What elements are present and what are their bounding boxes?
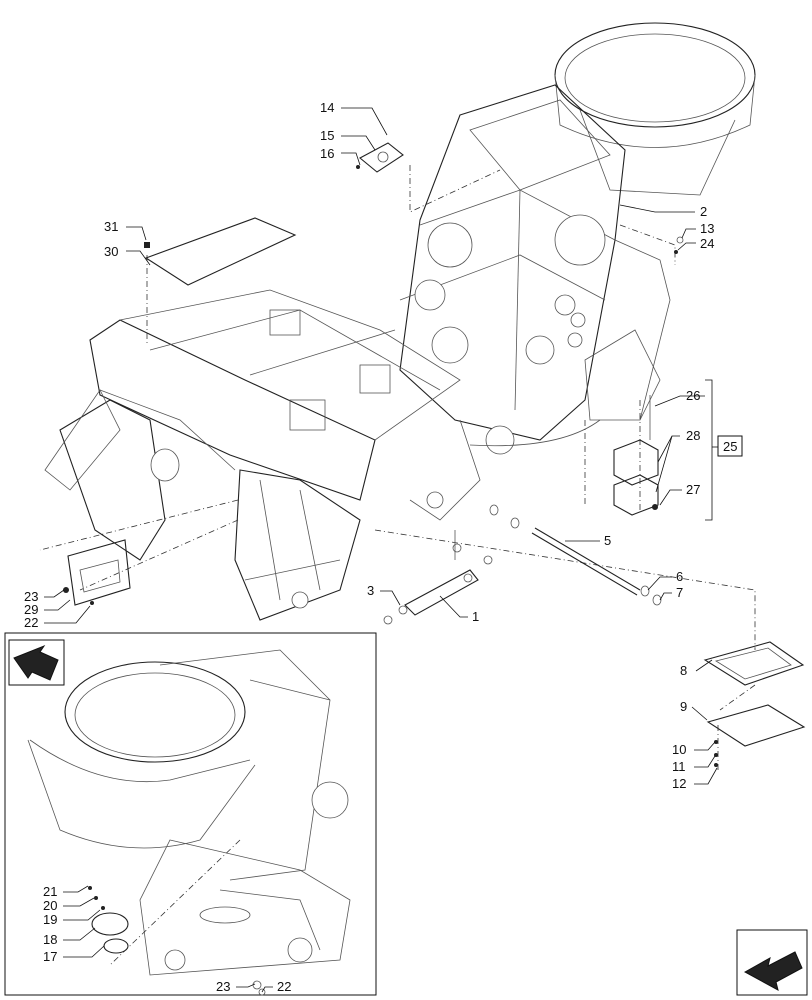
assembly-lines <box>39 165 756 770</box>
inspection-cover-14 <box>356 142 404 173</box>
callout-23-inset: 23 <box>216 979 230 994</box>
callout-6: 6 <box>676 569 683 584</box>
callout-2: 2 <box>700 204 707 219</box>
callout-22-top: 22 <box>24 615 38 630</box>
callout-30: 30 <box>104 244 118 259</box>
plate-8 <box>703 641 805 686</box>
callout-27: 27 <box>686 482 700 497</box>
callout-22-inset: 22 <box>277 979 291 994</box>
callout-11: 11 <box>672 759 686 774</box>
callout-7: 7 <box>676 585 683 600</box>
callout-13: 13 <box>700 221 714 236</box>
callout-24: 24 <box>700 236 714 251</box>
callout-1: 1 <box>472 609 479 624</box>
callout-28: 28 <box>686 428 700 443</box>
callout-29: 29 <box>24 602 38 617</box>
callout-15: 15 <box>320 128 334 143</box>
callout-18: 18 <box>43 932 57 947</box>
callout-3: 3 <box>367 583 374 598</box>
callout-9: 9 <box>680 699 687 714</box>
leader-lines <box>44 107 718 993</box>
callout-5: 5 <box>604 533 611 548</box>
callout-25: 25 <box>723 439 737 454</box>
cover-plate-30 <box>144 217 297 286</box>
callout-19: 19 <box>43 912 57 927</box>
group-bracket-25 <box>705 379 743 521</box>
link-assembly-1 <box>383 530 493 625</box>
pointer-arrow-icon <box>736 929 808 996</box>
detail-inset-frame <box>4 632 377 996</box>
callout-14: 14 <box>320 100 334 115</box>
callout-17: 17 <box>43 949 57 964</box>
bolt-13 <box>674 236 684 254</box>
callout-16: 16 <box>320 146 334 161</box>
callout-23-top: 23 <box>24 589 38 604</box>
shaft-5 <box>489 504 662 606</box>
callout-12: 12 <box>672 776 686 791</box>
callout-labels: 14 15 16 31 30 2 13 24 26 28 25 27 5 6 7… <box>24 100 737 994</box>
callout-21: 21 <box>43 884 57 899</box>
main-frame <box>44 22 756 621</box>
detail-inset-drawing <box>27 649 351 996</box>
callout-20: 20 <box>43 898 57 913</box>
callout-10: 10 <box>672 742 686 757</box>
guard-29 <box>63 539 131 606</box>
pointer-arrow-icon <box>8 639 65 686</box>
callout-26: 26 <box>686 388 700 403</box>
plate-9 <box>706 704 806 767</box>
callout-31: 31 <box>104 219 118 234</box>
callout-8: 8 <box>680 663 687 678</box>
bracket-28 <box>613 395 659 516</box>
